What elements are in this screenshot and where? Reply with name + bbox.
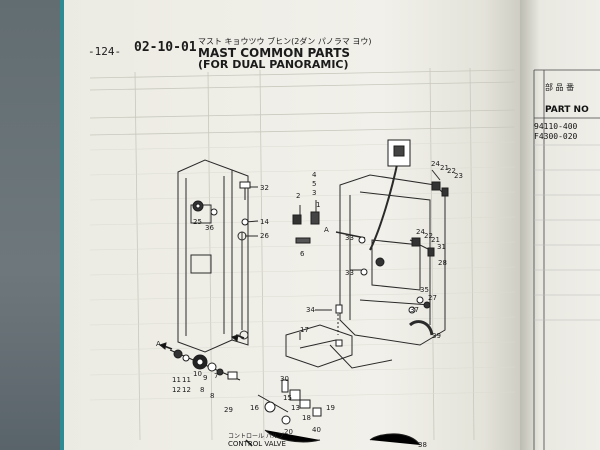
callout: 32 [260, 184, 269, 192]
right-page-row: 94110-400 [534, 122, 578, 131]
hose [369, 159, 399, 251]
rod-end-roller [239, 330, 249, 340]
callout: 13 [291, 404, 300, 412]
callout: 2 [296, 192, 300, 200]
callout: 27 [428, 294, 437, 302]
callout: 7 [214, 372, 218, 380]
callout: 33 [345, 269, 354, 277]
carriage-frame [339, 174, 446, 346]
callout: 23 [454, 172, 463, 180]
left-page [60, 0, 520, 450]
callout: 5 [312, 180, 316, 188]
callout: 25 [193, 218, 202, 226]
title-japanese: マスト キョウツウ ブヒン(2ダン パノラマ ヨウ) [198, 37, 372, 46]
callout: 37 [410, 306, 419, 314]
title-english-line2: (FOR DUAL PANORAMIC) [198, 58, 349, 71]
callout: 22 [447, 167, 456, 175]
callout: A [156, 340, 161, 348]
callout: 11 [182, 376, 191, 384]
callout: 33 [345, 234, 354, 242]
callout: 24 [431, 160, 440, 168]
callout: 21 [431, 236, 440, 244]
callout: 10 [193, 370, 202, 378]
right-page-table-lines [533, 69, 600, 450]
callout: 24 [416, 228, 425, 236]
callout: 29 [224, 406, 233, 414]
carriage-window [371, 239, 421, 291]
callout: 6 [300, 250, 305, 258]
callout: 18 [302, 414, 311, 422]
caption-japanese: コントロール バルブ [228, 433, 284, 440]
right-page-jp-header: 部 品 番 [545, 83, 575, 92]
caption-english: CONTROL VALVE [228, 440, 286, 448]
callout: 38 [418, 441, 427, 449]
callout: 9 [203, 374, 207, 382]
callout: A [324, 226, 329, 234]
channel-window-2 [190, 254, 212, 274]
elbow-fitting [409, 320, 434, 336]
callout: 8 [210, 392, 214, 400]
callout: 36 [205, 224, 214, 232]
callout: 4 [312, 171, 317, 179]
callout: 34 [306, 306, 315, 314]
callout: 11 [172, 376, 181, 384]
section-code: 02-10-01 [134, 40, 197, 55]
callout: 12 [182, 386, 191, 394]
right-page-row: F4300-020 [534, 132, 578, 141]
callout: 30 [280, 375, 289, 383]
callout: 3 [312, 189, 316, 197]
callout: 20 [284, 428, 293, 436]
book-cover-edge [60, 0, 64, 450]
page-number: -124- [88, 45, 122, 58]
callout: 31 [437, 243, 446, 251]
callout: 14 [260, 218, 269, 226]
callout: 1 [316, 201, 320, 209]
callout: 39 [432, 332, 441, 340]
callout: 40 [312, 426, 321, 434]
callout: 22 [424, 232, 433, 240]
right-page-partno-header: PART NO [545, 105, 589, 115]
callout: 26 [260, 232, 269, 240]
channel-side [231, 169, 249, 346]
title-english-line1: MAST COMMON PARTS [198, 46, 351, 60]
callout: 15 [283, 394, 292, 402]
right-page [520, 0, 600, 450]
callout: 19 [326, 404, 335, 412]
callout: 21 [440, 164, 449, 172]
callout: 17 [300, 326, 309, 334]
callout: 12 [172, 386, 181, 394]
callout: 35 [420, 286, 429, 294]
callout: 8 [200, 386, 204, 394]
callout: 28 [438, 259, 447, 267]
callout: 16 [250, 404, 259, 412]
